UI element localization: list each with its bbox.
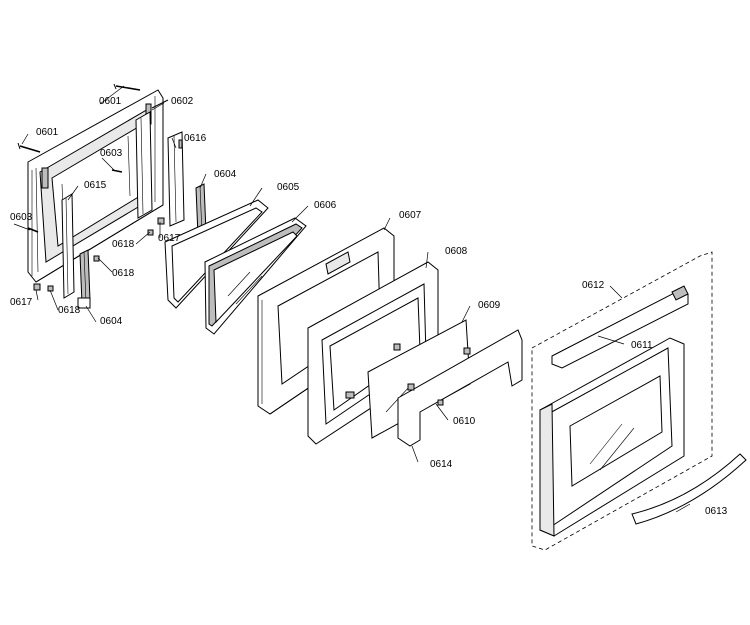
label-0604-upper: 0604 xyxy=(214,169,237,180)
label-0604-lower: 0604 xyxy=(100,316,123,327)
clip-0617-left xyxy=(33,283,41,291)
label-0610: 0610 xyxy=(453,416,476,427)
label-0602: 0602 xyxy=(171,96,194,107)
label-0607: 0607 xyxy=(399,210,422,221)
label-0612: 0612 xyxy=(582,280,605,291)
side-channel-0602 xyxy=(135,99,169,219)
label-0601-left: 0601 xyxy=(36,127,59,138)
bracket-0610 xyxy=(397,329,523,447)
label-0605: 0605 xyxy=(277,182,300,193)
label-0601-top: 0601 xyxy=(99,96,122,107)
left-strip-0615 xyxy=(61,193,75,299)
clip-0618-upper xyxy=(147,229,154,236)
door-handle-0613 xyxy=(631,453,747,525)
hinge-0604-lower xyxy=(77,249,91,309)
top-trim-0611 xyxy=(551,285,689,369)
label-0611: 0611 xyxy=(631,340,653,351)
label-0617-left: 0617 xyxy=(10,297,33,308)
inner-glass-0606 xyxy=(204,217,307,335)
label-0603-left: 0603 xyxy=(10,212,33,223)
label-0615: 0615 xyxy=(84,180,107,191)
clip-0617-right xyxy=(157,217,165,225)
vertical-bracket-0616 xyxy=(167,131,185,227)
label-0608: 0608 xyxy=(445,246,468,257)
label-0609: 0609 xyxy=(478,300,501,311)
label-0618-mid: 0618 xyxy=(112,268,135,279)
door-assembly-outline xyxy=(531,251,713,551)
outer-door-0612 xyxy=(539,337,685,537)
screw-0603-mid xyxy=(111,169,123,173)
label-0606: 0606 xyxy=(314,200,337,211)
leader-lines xyxy=(13,85,691,513)
label-0618-lower: 0618 xyxy=(58,305,81,316)
screw-0601-top xyxy=(113,83,141,91)
label-0618-upper: 0618 xyxy=(112,239,135,250)
part-labels: 0601 0601 0602 0603 0603 0616 0615 0604 … xyxy=(10,96,728,517)
screw-0603-left xyxy=(27,227,39,233)
screw-0601-left xyxy=(17,142,41,153)
label-0616: 0616 xyxy=(184,133,207,144)
label-0603-mid: 0603 xyxy=(100,148,123,159)
clip-0618-lower xyxy=(47,285,54,292)
label-0617-right: 0617 xyxy=(158,233,181,244)
clip-0618-mid xyxy=(93,255,100,262)
label-0614: 0614 xyxy=(430,459,453,470)
label-0613: 0613 xyxy=(705,506,728,517)
